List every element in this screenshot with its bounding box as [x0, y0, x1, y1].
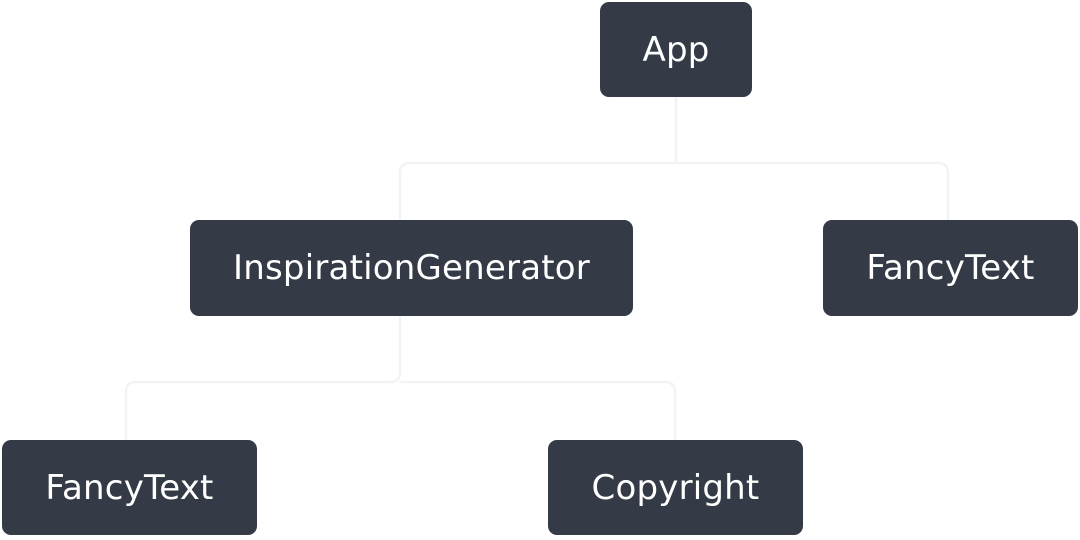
node-copyright: Copyright	[548, 440, 803, 535]
node-label-fancy-text-left: FancyText	[45, 467, 214, 508]
node-label-inspiration-generator: InspirationGenerator	[233, 248, 590, 288]
node-fancy-text-left: FancyText	[2, 440, 257, 535]
connector-inspiration-generator-to-fancy-text-left	[124, 314, 402, 442]
connector-app-to-inspiration-generator	[398, 95, 678, 222]
connector-inspiration-generator-to-copyright	[398, 380, 677, 442]
node-label-app: App	[642, 29, 710, 70]
connector-app-to-fancy-text-right	[674, 161, 950, 222]
node-app: App	[600, 2, 752, 97]
node-inspiration-generator: InspirationGenerator	[190, 220, 633, 316]
node-label-copyright: Copyright	[591, 467, 760, 508]
node-label-fancy-text-right: FancyText	[866, 248, 1035, 288]
node-fancy-text-right: FancyText	[823, 220, 1078, 316]
